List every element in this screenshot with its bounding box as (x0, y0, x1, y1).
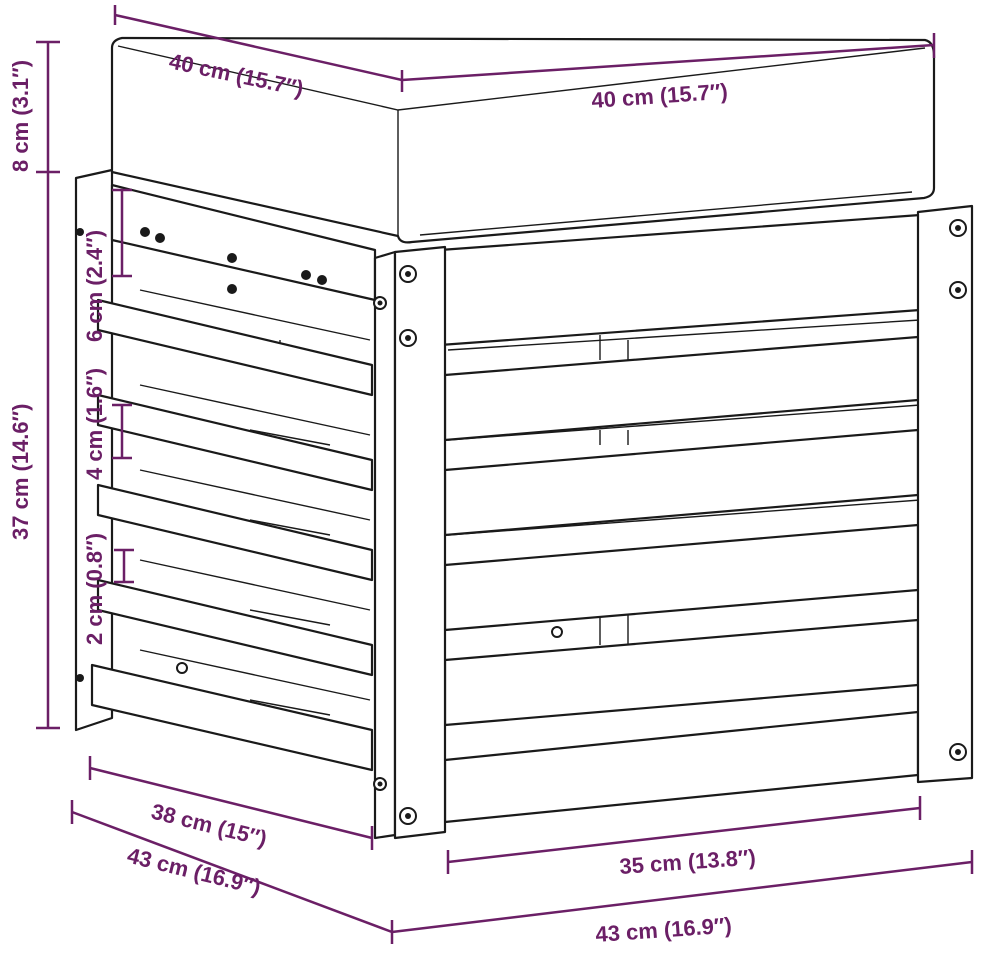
seat-cushion (110, 36, 936, 244)
bolt-icon (227, 253, 237, 263)
ottoman-drawing (74, 36, 974, 840)
left-side-slats (90, 298, 374, 772)
bolt-icon (301, 270, 311, 280)
bolt-icon (155, 233, 165, 243)
left-slat (96, 483, 374, 582)
front-slat (443, 335, 920, 442)
dimension-lines (36, 5, 974, 944)
bolt-icon (76, 674, 84, 682)
top-slat-gap-label: 6 cm (2.4″) (82, 230, 107, 342)
front-slats (443, 335, 920, 824)
bolt-icon (317, 275, 327, 285)
front-right-post (916, 204, 974, 784)
outer-width-label: 43 cm (16.9″) (595, 913, 733, 947)
inner-width-label: 35 cm (13.8″) (619, 845, 757, 879)
front-left-post-face (393, 245, 447, 840)
left-slat (96, 298, 374, 397)
left-slat (96, 393, 374, 492)
left-slat (96, 578, 374, 677)
bolt-icon (176, 662, 188, 674)
front-bottom-rail (443, 710, 920, 824)
left-slat (90, 663, 374, 772)
bolt-icon (551, 626, 563, 638)
bolt-icon (140, 227, 150, 237)
bolts (76, 219, 967, 825)
frame-height-label: 37 cm (14.6″) (8, 403, 33, 540)
front-slat (443, 428, 920, 537)
inner-depth-label: 38 cm (15″) (149, 799, 270, 852)
slat-height-label: 4 cm (1.6″) (82, 368, 107, 480)
front-slat (443, 618, 920, 727)
outer-depth-label: 43 cm (16.9″) (125, 843, 264, 900)
bolt-icon (76, 228, 84, 236)
front-slat (443, 523, 920, 632)
bolt-icon (227, 284, 237, 294)
cushion-height-label: 8 cm (3.1″) (8, 60, 33, 172)
front-left-post (373, 250, 397, 840)
slat-gap-label: 2 cm (0.8″) (82, 533, 107, 645)
